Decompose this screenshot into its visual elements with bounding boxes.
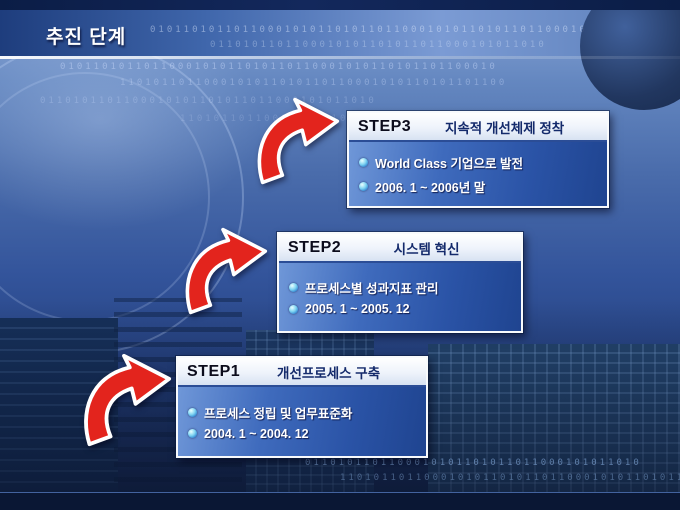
bullet-icon <box>289 304 298 314</box>
bullet-text: 프로세스 정립 및 업무표준화 <box>204 406 353 421</box>
bullet-text: 2006. 1 ~ 2006년 말 <box>375 180 486 195</box>
page-title: 추진 단계 <box>46 27 127 48</box>
step1-title: 개선프로세스 구축 <box>277 365 381 381</box>
bullet-row: 프로세스별 성과지표 관리 <box>289 278 511 297</box>
curved-arrow-icon <box>84 353 172 447</box>
curved-arrow-icon <box>185 227 268 315</box>
step1-header: STEP1 개선프로세스 구축 <box>178 358 426 387</box>
bullet-row: 2006. 1 ~ 2006년 말 <box>359 177 597 196</box>
step3-header: STEP3 지속적 개선체제 정착 <box>349 113 607 142</box>
step1-box: STEP1 개선프로세스 구축 프로세스 정립 및 업무표준화 2004. 1 … <box>175 355 429 459</box>
bullet-icon <box>359 181 368 191</box>
top-bar <box>0 0 680 10</box>
globe-decoration <box>580 0 680 110</box>
bullet-row: World Class 기업으로 발전 <box>359 153 597 172</box>
binary-stream: 1101011011000101011010110110001010110101… <box>340 473 680 483</box>
step2-title: 시스템 혁신 <box>393 241 460 257</box>
step2-box: STEP2 시스템 혁신 프로세스별 성과지표 관리 2005. 1 ~ 200… <box>276 231 524 334</box>
curved-arrow-icon <box>257 97 340 185</box>
building-silhouette <box>428 344 680 492</box>
bullet-text: 2004. 1 ~ 2004. 12 <box>204 426 309 441</box>
header-divider <box>0 56 680 59</box>
step2-body: 프로세스별 성과지표 관리 2005. 1 ~ 2005. 12 <box>279 263 521 331</box>
step1-label: STEP1 <box>187 362 241 380</box>
step1-body: 프로세스 정립 및 업무표준화 2004. 1 ~ 2004. 12 <box>178 387 426 456</box>
step2-header: STEP2 시스템 혁신 <box>279 234 521 263</box>
bullet-text: 프로세스별 성과지표 관리 <box>305 282 439 296</box>
bottom-bar <box>0 492 680 510</box>
bullet-icon <box>289 283 298 292</box>
bullet-row: 프로세스 정립 및 업무표준화 <box>188 403 416 422</box>
bullet-icon <box>188 407 197 417</box>
step2-label: STEP2 <box>288 238 342 256</box>
bullet-row: 2004. 1 ~ 2004. 12 <box>188 427 416 441</box>
step3-label: STEP3 <box>358 117 412 135</box>
step3-box: STEP3 지속적 개선체제 정착 World Class 기업으로 발전 20… <box>346 110 610 209</box>
bullet-icon <box>188 429 197 438</box>
bullet-text: World Class 기업으로 발전 <box>375 156 523 171</box>
binary-stream: 0110101101100010101101011011000101011010 <box>305 458 642 468</box>
binary-stream: 0101101011011000101011010110110001010110… <box>150 25 588 35</box>
bullet-text: 2005. 1 ~ 2005. 12 <box>305 302 410 316</box>
step3-body: World Class 기업으로 발전 2006. 1 ~ 2006년 말 <box>349 142 607 206</box>
binary-stream: 0110101101100010101101011011000101011010 <box>210 40 547 50</box>
bullet-row: 2005. 1 ~ 2005. 12 <box>289 302 511 316</box>
step3-title: 지속적 개선체제 정착 <box>444 120 565 136</box>
bullet-icon <box>359 157 368 167</box>
